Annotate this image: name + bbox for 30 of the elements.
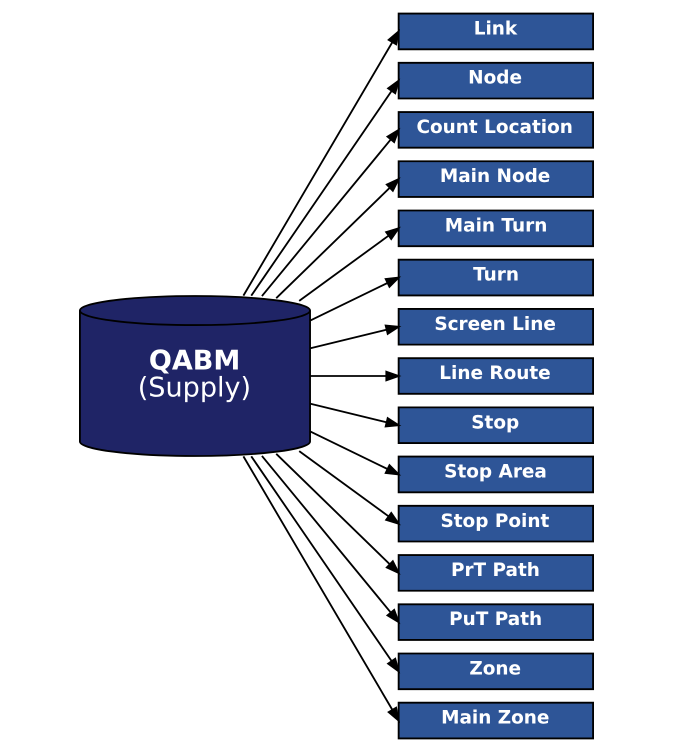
arrow [242,29,400,296]
node-box: Screen Line [398,308,594,346]
node-box: Main Turn [398,210,594,248]
node-box: Main Node [398,160,594,198]
node-box: Stop [398,406,594,444]
arrow [310,276,402,322]
node-box: Link [398,12,594,50]
node-box: Zone [398,652,594,690]
arrow [310,324,402,350]
node-box: Stop Area [398,456,594,494]
arrow [310,430,402,476]
node-box: Main Zone [398,702,594,740]
arrow [310,370,402,382]
arrow [276,177,401,299]
node-box: Count Location [398,111,594,149]
arrow [261,128,400,297]
node-box: PrT Path [398,554,594,592]
arrow [298,450,401,526]
arrow [276,453,401,575]
node-box: PuT Path [398,603,594,641]
arrow [242,456,400,723]
arrow [298,226,401,302]
node-box: Line Route [398,357,594,395]
node-box: Node [398,62,594,100]
arrow [261,455,400,624]
arrow [310,402,402,428]
node-box: Turn [398,258,594,296]
node-box: Stop Point [398,504,594,542]
arrow [250,456,400,674]
arrow [250,78,400,296]
